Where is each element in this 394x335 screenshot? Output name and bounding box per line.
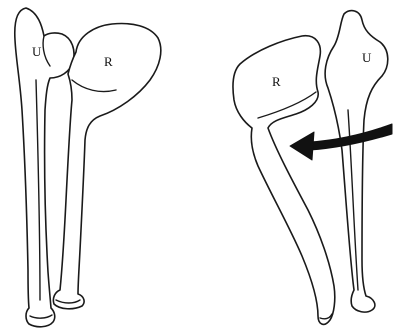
radius-left-label: R — [104, 54, 113, 69]
rotation-arrow-head — [290, 132, 314, 160]
radius-right: R — [233, 36, 335, 325]
figure-pronation: U R — [233, 11, 392, 325]
radius-right-label: R — [272, 74, 281, 89]
ulna-right-label: U — [362, 50, 372, 65]
ulna-right: U — [325, 11, 388, 312]
ulna-left-label: U — [32, 44, 42, 59]
radius-right-outline — [233, 36, 335, 325]
figure-supination: U R — [15, 8, 161, 327]
radius-left: R — [53, 24, 160, 309]
